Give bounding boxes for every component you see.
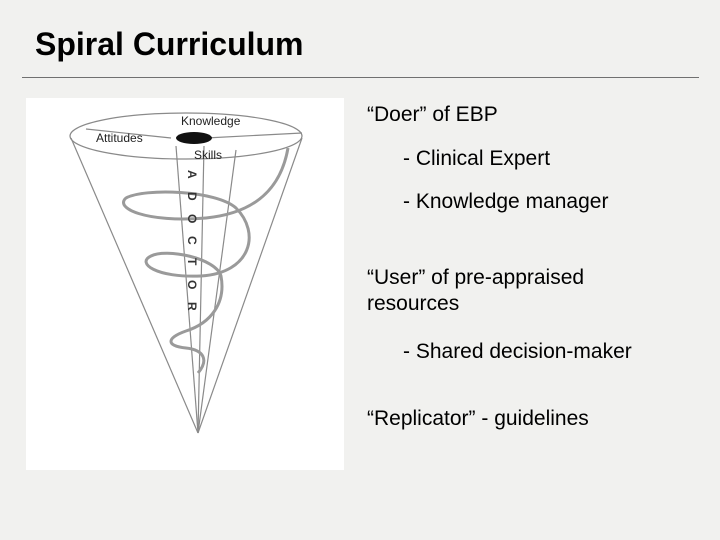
doctor-letter: O [185,214,199,223]
rim-divider-right [205,132,303,139]
bullet-knowledge-manager: - Knowledge manager [403,190,609,213]
bullet-shared-decision-maker: - Shared decision-maker [403,340,632,363]
doctor-letters: A D O C T O R [185,170,199,311]
doctor-letter: A [185,170,199,179]
attitudes-label: Attitudes [96,131,143,145]
rim-divider-left [85,128,172,139]
spiral-path [122,147,290,374]
core-ellipse [176,132,212,144]
bullet-clinical-expert: - Clinical Expert [403,147,551,170]
doctor-letter: C [185,236,199,245]
slide-title: Spiral Curriculum [35,26,304,62]
bullet-replicator: “Replicator” - guidelines [367,407,589,430]
skills-label: Skills [194,148,222,162]
bullet-user: “User” of pre-appraised resources [367,266,585,315]
spiral-cone-diagram: Knowledge Attitudes Skills A D O C T O R [26,98,344,470]
doctor-letter: D [185,192,199,201]
bullet-doer: “Doer” of EBP [367,103,498,126]
cone-inner-line-2 [197,145,205,434]
cone-left-edge [70,137,199,434]
doctor-letter: R [185,302,199,311]
cone-rim [69,112,303,160]
knowledge-label: Knowledge [181,114,241,128]
doctor-letter: O [185,280,199,289]
doctor-letter: T [185,258,199,266]
cone-right-edge [197,137,303,434]
title-divider [22,77,699,78]
cone-inner-line-3 [197,149,237,434]
